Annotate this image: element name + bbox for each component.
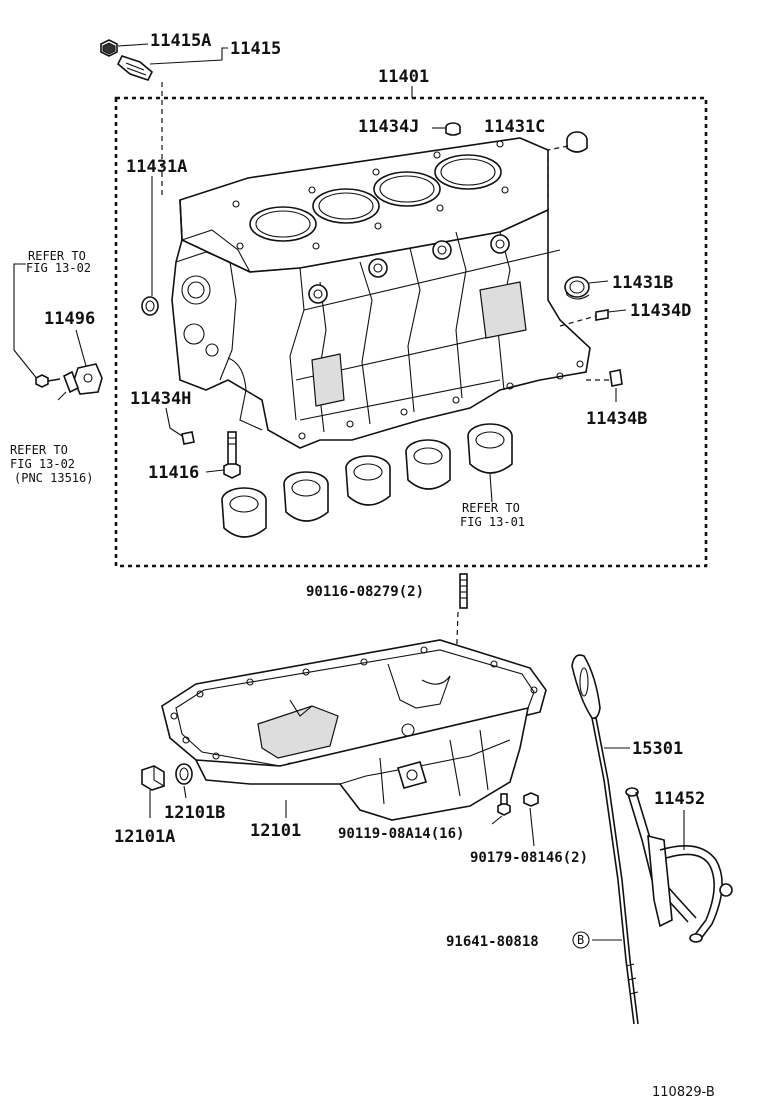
- label-refer-3b: FIG 13-01: [460, 515, 525, 529]
- guide-11452-part: [625, 787, 733, 943]
- bolt-refer-part: [35, 374, 61, 388]
- label-11434B: 11434B: [586, 409, 647, 429]
- bearing-cap-5: [467, 423, 513, 474]
- label-11496: 11496: [44, 309, 95, 329]
- label-11416: 11416: [148, 463, 199, 483]
- label-refer-1a: REFER TO: [28, 249, 86, 263]
- pin-11434B-part: [609, 369, 623, 387]
- label-11434D: 11434D: [630, 301, 691, 321]
- plug-11434J-part: [445, 122, 461, 136]
- plug-11415A-part: [100, 39, 118, 57]
- label-11434J: 11434J: [358, 117, 419, 137]
- label-refer-2b: FIG 13-02: [10, 457, 75, 471]
- bolt-90119-part: [497, 793, 511, 816]
- label-11434H: 11434H: [130, 389, 191, 409]
- label-11431A: 11431A: [126, 157, 187, 177]
- circle-b-mark: [572, 931, 590, 949]
- pin-11434H-part: [181, 431, 195, 445]
- label-refer-1b: FIG 13-02: [26, 261, 91, 275]
- label-90179: 90179-08146(2): [470, 850, 588, 866]
- label-refer-3a: REFER TO: [462, 501, 520, 515]
- leader-refer-1301: [489, 473, 493, 503]
- label-12101: 12101: [250, 821, 301, 841]
- label-90119: 90119-08A14(16): [338, 826, 464, 842]
- leader-90179: [529, 807, 535, 847]
- leader-11416: [205, 469, 225, 473]
- label-11401: 11401: [378, 67, 429, 87]
- stud-90116-part: [459, 573, 468, 609]
- bearing-cap-2: [283, 471, 329, 522]
- plug-11431A-part: [141, 296, 159, 316]
- label-15301: 15301: [632, 739, 683, 759]
- leader-11496: [75, 329, 87, 367]
- label-11415A: 11415A: [150, 31, 211, 51]
- leader-11431B: [588, 280, 609, 284]
- leader-refer-1302: [13, 263, 39, 381]
- label-11452: 11452: [654, 789, 705, 809]
- dipstick-15301-part: [571, 654, 639, 1025]
- cylinder-block: [171, 137, 591, 449]
- bracket-11496-part: [57, 363, 103, 401]
- block-assembly-box: [114, 96, 708, 568]
- plug-11431B-part: [564, 276, 590, 300]
- label-90116: 90116-08279(2): [306, 584, 424, 600]
- label-refer-2a: REFER TO: [10, 443, 68, 457]
- leader-11431C: [547, 145, 569, 200]
- label-12101B: 12101B: [164, 803, 225, 823]
- bearing-cap-1: [221, 487, 267, 538]
- leader-11434H: [165, 407, 183, 437]
- bolt-11416-part: [223, 431, 241, 479]
- label-91641: 91641-80818: [446, 934, 539, 950]
- label-12101A: 12101A: [114, 827, 175, 847]
- oil-pan: [161, 639, 547, 821]
- plug-11415-part: [117, 55, 153, 81]
- nut-90179-part: [523, 792, 539, 807]
- label-11431C: 11431C: [484, 117, 545, 137]
- leader-11434D: [559, 315, 597, 327]
- label-11431B: 11431B: [612, 273, 673, 293]
- pin-11434D-part: [595, 309, 609, 321]
- bearing-cap-4: [405, 439, 451, 490]
- bearing-cap-3: [345, 455, 391, 506]
- gasket-12101B-part: [175, 763, 193, 785]
- label-11415: 11415: [230, 39, 281, 59]
- bearing-caps: [221, 423, 513, 538]
- drain-plug-12101A-part: [141, 765, 165, 791]
- label-circle-b: B: [577, 933, 584, 947]
- leader-11415A: [117, 43, 149, 47]
- figure-code: 110829-B: [652, 1085, 715, 1100]
- leader-11434D-text: [607, 309, 627, 313]
- leader-90119: [491, 815, 503, 825]
- leader-12101B: [183, 785, 187, 799]
- label-refer-2c: (PNC 13516): [14, 471, 93, 485]
- plug-11431C-part: [566, 131, 588, 153]
- leader-11415: [149, 47, 228, 65]
